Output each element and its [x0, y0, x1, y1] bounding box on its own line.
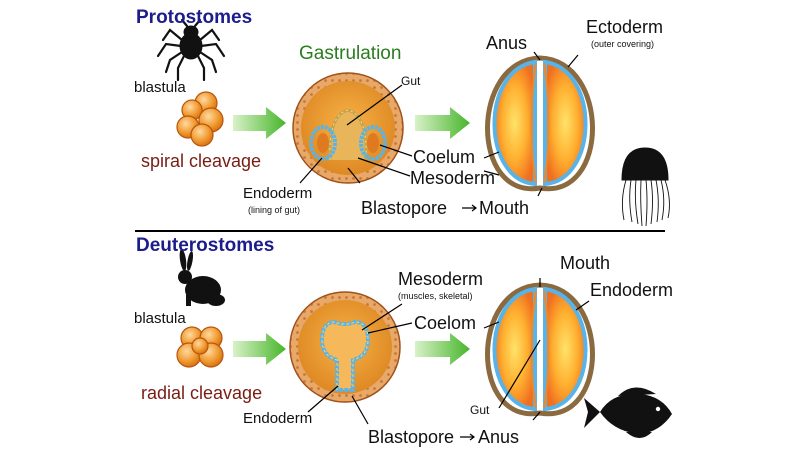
- leader-lines-bottom: [307, 278, 590, 441]
- radial-cleavage-label: radial cleavage: [141, 383, 263, 403]
- gastrula-deuterostome: [289, 291, 401, 403]
- adult-body-deuterostome: [485, 282, 595, 417]
- mouth-label-bottom: Mouth: [560, 253, 611, 273]
- gut-label-bottom: Gut: [470, 403, 490, 417]
- ectoderm-note: (outer covering): [591, 39, 655, 49]
- gastrula-protostome: [292, 72, 404, 184]
- gastrulation-label: Gastrulation: [299, 43, 402, 64]
- blastopore-label-bottom: Blastopore: [368, 427, 455, 447]
- ectoderm-label: Ectoderm: [586, 17, 664, 37]
- gut-label-top: Gut: [401, 74, 421, 88]
- leader-lines-top: [299, 51, 579, 212]
- blastopore-label-top: Blastopore: [361, 198, 448, 218]
- arrow-blastula-to-gastrula-top: [233, 107, 286, 139]
- spider-icon: [156, 18, 226, 82]
- protostomes-heading: Protostomes: [136, 7, 253, 28]
- blastula-label-bottom: blastula: [134, 310, 186, 327]
- endoderm-label-bottom-right: Endoderm: [590, 280, 674, 300]
- blastula-label-top: blastula: [134, 79, 186, 96]
- arrow-blastula-to-gastrula-bottom: [233, 333, 286, 365]
- mouth-label-top: Mouth: [479, 198, 530, 218]
- mesoderm-label-bottom: Mesoderm: [398, 269, 484, 289]
- anus-label-bottom: Anus: [478, 427, 520, 447]
- coelum-label: Coelum: [413, 147, 476, 167]
- blastula-spiral: [176, 91, 224, 147]
- jellyfish-icon: [621, 147, 670, 227]
- adult-body-protostome: [485, 55, 595, 192]
- mesoderm-label-top: Mesoderm: [410, 168, 496, 188]
- coelom-label: Coelom: [414, 313, 477, 333]
- endoderm-label-bottom-left: Endoderm: [243, 410, 313, 427]
- anus-label-top: Anus: [486, 33, 528, 53]
- endoderm-label-top: Endoderm: [243, 185, 313, 202]
- endoderm-note: (lining of gut): [248, 205, 301, 215]
- spiral-cleavage-label: spiral cleavage: [141, 151, 262, 171]
- fish-icon: [584, 387, 672, 438]
- mesoderm-note: (muscles, skeletal): [398, 291, 473, 301]
- deuterostomes-heading: Deuterostomes: [136, 235, 275, 256]
- arrow-gastrula-to-body-top: [415, 107, 470, 139]
- rabbit-icon: [178, 249, 225, 306]
- arrow-gastrula-to-body-bottom: [415, 333, 470, 365]
- blastula-radial: [176, 326, 224, 368]
